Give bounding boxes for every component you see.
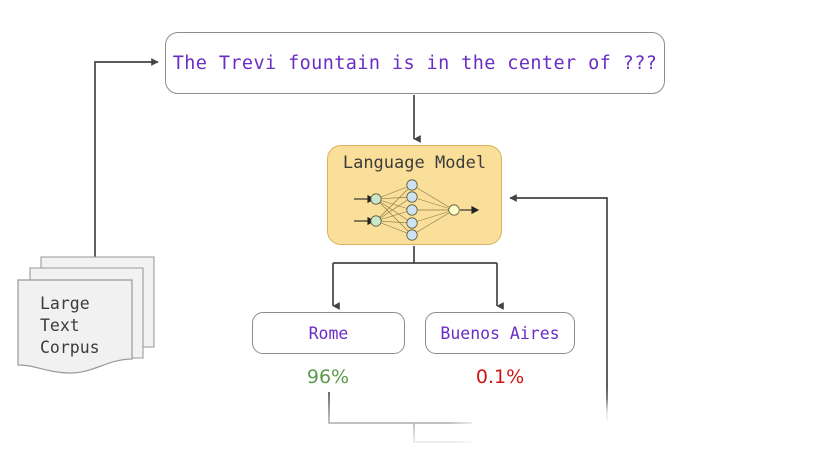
corpus-label: Large Text Corpus <box>40 294 100 357</box>
output-box-buenos-aires[interactable]: Buenos Aires <box>425 312 575 354</box>
output-label: Rome <box>308 323 349 343</box>
language-model-box[interactable]: Language Model <box>327 145 502 245</box>
probability-rome: 96% <box>306 366 350 388</box>
edge-model-to-outputs <box>332 246 504 310</box>
output-box-rome[interactable]: Rome <box>252 312 405 354</box>
output-label: Buenos Aires <box>440 323 560 343</box>
large-text-corpus: Large Text Corpus <box>8 255 168 375</box>
edge-corpus-to-prompt <box>94 58 159 268</box>
neural-network-icon <box>354 179 480 241</box>
prompt-box[interactable]: The Trevi fountain is in the center of ?… <box>165 32 665 94</box>
prompt-text: The Trevi fountain is in the center of ?… <box>172 52 658 74</box>
probability-buenos-aires: 0.1% <box>475 366 525 388</box>
corpus-sheets-icon <box>17 256 155 374</box>
language-model-title: Language Model <box>342 153 487 173</box>
